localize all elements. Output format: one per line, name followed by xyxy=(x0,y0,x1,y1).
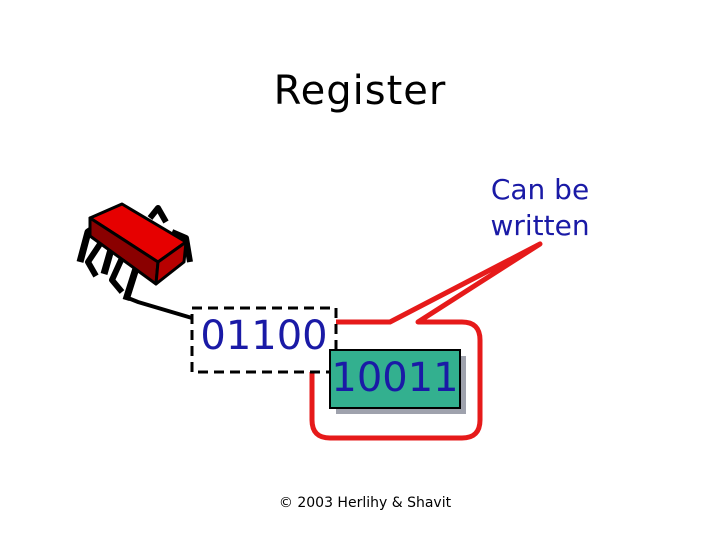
chip-icon xyxy=(80,204,190,300)
new-value-text: 10011 xyxy=(330,350,460,408)
old-value-text: 01100 xyxy=(192,308,336,372)
chip-connector-line xyxy=(128,298,192,318)
copyright-footer: © 2003 Herlihy & Shavit xyxy=(0,495,720,511)
